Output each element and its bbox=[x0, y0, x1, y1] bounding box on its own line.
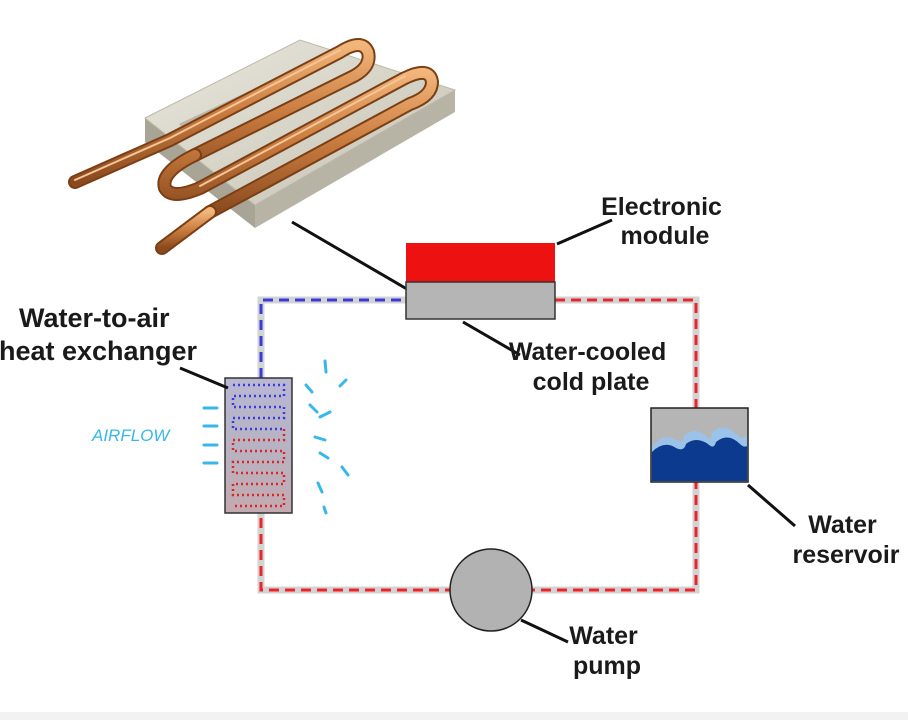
electronic-module bbox=[406, 243, 555, 283]
label-heat-exchanger: Water-to-air heat exchanger bbox=[0, 303, 198, 366]
airflow-lines bbox=[202, 359, 350, 515]
water-loop bbox=[257, 296, 700, 594]
water-cooled-cold-plate bbox=[405, 281, 556, 320]
label-reservoir: Water reservoir bbox=[792, 511, 899, 569]
illustration-connector-line bbox=[291, 220, 413, 294]
label-electronic-module: Electronic module bbox=[601, 193, 729, 250]
label-airflow: AIRFLOW bbox=[91, 426, 171, 445]
water-pump bbox=[449, 548, 533, 632]
water-reservoir bbox=[650, 407, 749, 483]
heat-exchanger bbox=[224, 377, 293, 514]
label-cold-plate: Water-cooled cold plate bbox=[509, 338, 673, 396]
label-pump: Water pump bbox=[569, 622, 644, 680]
cold-plate-illustration-icon bbox=[68, 38, 457, 255]
leader-lines bbox=[179, 218, 796, 644]
